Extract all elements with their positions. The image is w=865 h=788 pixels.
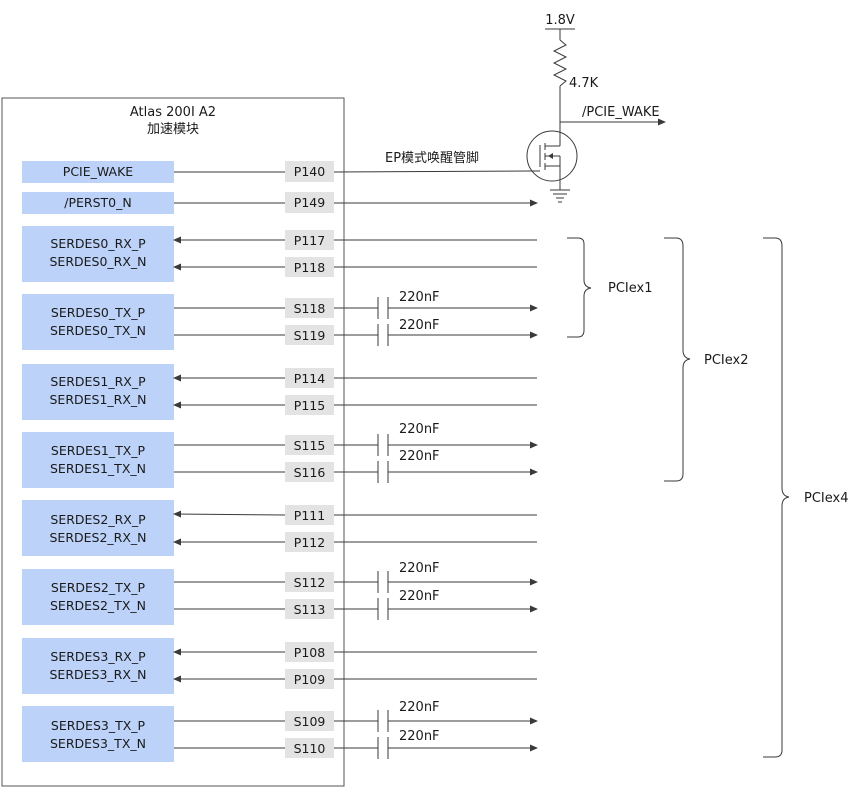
signal-label-serdes2-tx-p: SERDES2_TX_P <box>51 580 146 595</box>
vcc-label: 1.8V <box>545 13 575 28</box>
pin-box-s113 <box>285 599 334 619</box>
signal-label-serdes3-rx-p: SERDES3_RX_P <box>50 649 146 664</box>
pin-box-s115 <box>285 435 334 455</box>
signal-box-serdes2-tx <box>22 569 174 625</box>
pin-box-s118 <box>285 298 334 318</box>
pin-label-p117: P117 <box>294 233 325 248</box>
pullup-resistor <box>552 39 568 87</box>
capacitor-s109 <box>334 710 538 732</box>
capacitor-value-s118: 220nF <box>399 290 440 305</box>
pin-box-p149 <box>285 192 334 213</box>
pin-label-p149: P149 <box>294 195 325 210</box>
pin-label-s119: S119 <box>294 328 326 343</box>
pin-label-p114: P114 <box>294 371 325 386</box>
pin-label-p108: P108 <box>294 645 325 660</box>
pin-box-p109 <box>285 669 334 689</box>
signal-label-serdes0-rx-n: SERDES0_RX_N <box>49 254 146 269</box>
capacitor-s116 <box>334 461 538 483</box>
signal-label-serdes1-rx-n: SERDES1_RX_N <box>49 392 146 407</box>
pin-box-p114 <box>285 368 334 388</box>
signal-box-serdes2-rx <box>22 500 174 556</box>
pin-box-p117 <box>285 230 334 250</box>
signal-box-serdes0-rx <box>22 226 174 282</box>
pin-box-s112 <box>285 572 334 592</box>
signal-box-serdes1-rx <box>22 364 174 420</box>
signal-box-pcie-wake <box>22 161 174 183</box>
capacitor-value-s110: 220nF <box>399 729 440 744</box>
pin-box-p108 <box>285 642 334 662</box>
pin-label-s113: S113 <box>294 602 326 617</box>
pin-box-s116 <box>285 462 334 482</box>
signal-label-serdes0-tx-n: SERDES0_TX_N <box>50 323 146 338</box>
pin-box-s119 <box>285 325 334 345</box>
pin-label-p140: P140 <box>294 164 325 179</box>
group-label-pciex2: PCIex2 <box>704 353 748 368</box>
pin-box-p115 <box>285 395 334 415</box>
signal-box-serdes1-tx <box>22 432 174 488</box>
signal-label-serdes1-tx-n: SERDES1_TX_N <box>50 461 146 476</box>
capacitor-value-s119: 220nF <box>399 318 440 333</box>
pin-label-s110: S110 <box>294 741 326 756</box>
pin-box-s110 <box>285 738 334 758</box>
mosfet-symbol <box>526 130 578 182</box>
capacitor-s115 <box>334 434 538 456</box>
signal-label-serdes2-rx-p: SERDES2_RX_P <box>50 512 146 527</box>
module-outline <box>1 97 345 787</box>
capacitor-s113 <box>334 598 538 620</box>
pin-box-p112 <box>285 532 334 552</box>
pin-label-p111: P111 <box>294 508 325 523</box>
module-title: Atlas 200I A2 <box>130 105 216 120</box>
signal-label-serdes0-rx-p: SERDES0_RX_P <box>50 236 146 251</box>
signal-label-serdes2-tx-n: SERDES2_TX_N <box>50 598 146 613</box>
brace-pciex1 <box>567 237 592 338</box>
pin-box-p118 <box>285 257 334 277</box>
pin-label-s118: S118 <box>294 301 326 316</box>
group-label-pciex1: PCIex1 <box>608 281 652 296</box>
pin-label-s109: S109 <box>294 714 326 729</box>
pin-label-s116: S116 <box>294 465 326 480</box>
brace-pciex2 <box>664 237 691 482</box>
signal-label-perst: /PERST0_N <box>64 195 131 210</box>
pin-label-p112: P112 <box>294 535 325 550</box>
signal-box-perst <box>22 192 174 214</box>
signal-label-serdes1-rx-p: SERDES1_RX_P <box>50 374 146 389</box>
pin-box-p140 <box>285 161 334 182</box>
signal-box-serdes3-rx <box>22 638 174 694</box>
pullup-label: 4.7K <box>569 76 599 91</box>
signal-label-serdes2-rx-n: SERDES2_RX_N <box>49 530 146 545</box>
signal-label-serdes3-tx-n: SERDES3_TX_N <box>50 736 146 751</box>
capacitor-s112 <box>334 571 538 593</box>
pin-label-p109: P109 <box>294 672 325 687</box>
signal-label-pcie-wake: PCIE_WAKE <box>63 164 134 179</box>
capacitor-value-s113: 220nF <box>399 589 440 604</box>
signal-label-serdes0-tx-p: SERDES0_TX_P <box>51 305 146 320</box>
wake-note: EP模式唤醒管脚 <box>385 150 479 166</box>
capacitor-value-s116: 220nF <box>399 449 440 464</box>
capacitor-s118 <box>334 297 538 319</box>
pin-label-s115: S115 <box>294 438 326 453</box>
capacitor-value-s109: 220nF <box>399 700 440 715</box>
capacitor-s110 <box>334 737 538 759</box>
pcie-wake-net-label: /PCIE_WAKE <box>582 105 660 120</box>
group-label-pciex4: PCIex4 <box>804 491 848 506</box>
capacitor-value-s115: 220nF <box>399 422 440 437</box>
pin-label-p118: P118 <box>294 260 325 275</box>
brace-pciex4 <box>763 237 790 758</box>
capacitor-s119 <box>334 324 538 346</box>
ground-symbol <box>550 189 570 203</box>
signal-box-serdes3-tx <box>22 706 174 762</box>
module-subtitle: 加速模块 <box>147 122 199 137</box>
capacitor-value-s112: 220nF <box>399 561 440 576</box>
pin-label-p115: P115 <box>294 398 325 413</box>
pin-box-s109 <box>285 711 334 731</box>
signal-label-serdes1-tx-p: SERDES1_TX_P <box>51 443 146 458</box>
signal-label-serdes3-tx-p: SERDES3_TX_P <box>51 718 146 733</box>
pin-label-s112: S112 <box>294 575 326 590</box>
pin-box-p111 <box>285 505 334 525</box>
signal-label-serdes3-rx-n: SERDES3_RX_N <box>49 667 146 682</box>
signal-box-serdes0-tx <box>22 294 174 350</box>
